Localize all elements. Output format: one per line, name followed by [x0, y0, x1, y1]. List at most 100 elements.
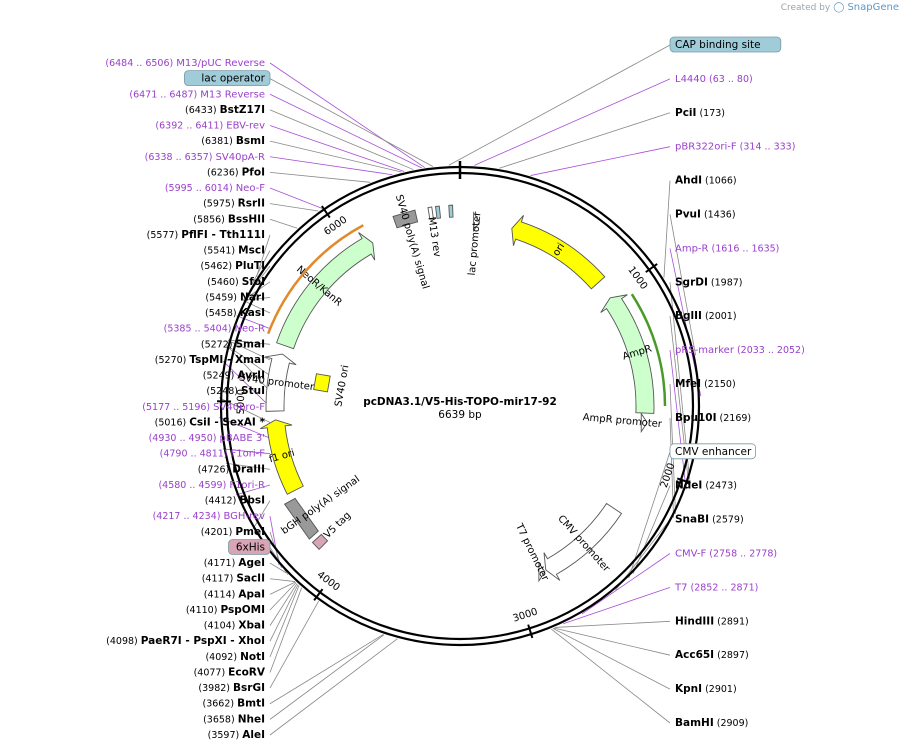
- enzyme-avrii[interactable]: (5249) AvrII: [203, 370, 265, 382]
- enzyme-sgrdi[interactable]: SgrDI (1987): [675, 276, 743, 288]
- enzyme-kasi[interactable]: (5458) KasI: [205, 307, 265, 319]
- feature-tag-6xhis[interactable]: 6xHis: [236, 541, 265, 553]
- primer-prs-marker[interactable]: pRS-marker (2033 .. 2052): [675, 345, 805, 356]
- feature-cmv-promoter: [543, 502, 623, 581]
- enzyme-bsshii[interactable]: (5856) BssHII: [193, 213, 265, 225]
- connector-pspomi: [269, 582, 297, 611]
- enzyme-rsrii[interactable]: (5975) RsrII: [203, 198, 265, 210]
- enzyme-bamhi[interactable]: BamHI (2909): [675, 717, 748, 729]
- enzyme-xbai[interactable]: (4104) XbaI: [204, 620, 265, 632]
- feature-tag-lac-operator[interactable]: lac operator: [201, 73, 265, 85]
- primer-pbr322ori-f[interactable]: pBR322ori-F (314 .. 333): [675, 142, 795, 153]
- tick-label-6000: 6000: [322, 214, 349, 238]
- enzyme-acc65i[interactable]: Acc65I (2897): [675, 649, 749, 661]
- enzyme-agei[interactable]: (4171) AgeI: [204, 557, 265, 569]
- tick-label-3000: 3000: [512, 607, 540, 625]
- feature-lac-operator: [435, 205, 442, 219]
- primer-t7[interactable]: T7 (2852 .. 2871): [674, 582, 758, 593]
- connector-pflfi-tth111i: [256, 234, 271, 277]
- primer-l4440[interactable]: L4440 (63 .. 80): [675, 74, 753, 85]
- enzyme-pcii[interactable]: PciI (173): [675, 107, 725, 119]
- enzyme-stui[interactable]: (5248) StuI: [206, 385, 265, 397]
- primer-m13-puc-reverse[interactable]: (6484 .. 6506) M13/pUC Reverse: [105, 58, 265, 69]
- connector-ahdi: [663, 180, 671, 278]
- enzyme-draiii[interactable]: (4726) DraIII: [198, 463, 265, 475]
- primer-amp-r[interactable]: Amp-R (1616 .. 1635): [675, 243, 779, 254]
- enzyme-alei[interactable]: (3597) AleI: [208, 729, 265, 741]
- connector-bstz17i: [269, 109, 414, 170]
- feature-neor-kanr: [276, 232, 376, 350]
- feature-m13-rev-label: M13 rev: [425, 216, 442, 258]
- enzyme-bmti[interactable]: (3662) BmtI: [203, 698, 265, 710]
- tick-label-5000: 5000: [236, 389, 247, 415]
- primer-f1ori-r[interactable]: (4580 .. 4599) F1ori-R: [158, 480, 265, 491]
- connector-neo-f: [269, 187, 323, 209]
- tick-3000: [527, 624, 534, 639]
- primer-f1ori-f[interactable]: (4790 .. 4811) F1ori-F: [160, 449, 266, 460]
- enzyme-pluti[interactable]: (5462) PluTI: [201, 260, 265, 272]
- enzyme-csii-sexai[interactable]: (5016) CsiI - SexAI *: [155, 416, 266, 428]
- side-labels: (6484 .. 6506) M13/pUC Reverse lac operat…: [105, 36, 805, 741]
- primer-sv40pro-f[interactable]: (5177 .. 5196) SV40pro-F: [142, 402, 265, 413]
- feature-tag-cap-binding-site[interactable]: CAP binding site: [675, 39, 761, 51]
- connector-t7: [563, 587, 671, 625]
- feature-tag-cmv-enhancer[interactable]: CMV enhancer: [675, 446, 752, 458]
- enzyme-mfei[interactable]: MfeI (2150): [675, 378, 736, 390]
- connector-sacii: [269, 578, 295, 582]
- enzyme-bbsi[interactable]: (4412) BbsI: [205, 495, 265, 507]
- connector-kpni: [552, 627, 671, 690]
- feature-sv40-promoter: [264, 353, 297, 412]
- enzyme-noti[interactable]: (4092) NotI: [205, 651, 265, 663]
- primer-ebv-rev[interactable]: (6392 .. 6411) EBV-rev: [155, 121, 265, 132]
- connector-cmv-f: [581, 553, 671, 615]
- enzyme-ndei[interactable]: NdeI (2473): [675, 480, 737, 492]
- primer-neo-f[interactable]: (5995 .. 6014) Neo-F: [165, 183, 265, 194]
- enzyme-pfoi[interactable]: (6236) PfoI: [207, 166, 265, 178]
- primer-sv40pa-r[interactable]: (6338 .. 6357) SV40pA-R: [145, 152, 265, 163]
- enzyme-snabi[interactable]: SnaBI (2579): [675, 514, 744, 526]
- enzyme-bstz17i[interactable]: (6433) BstZ17I: [185, 104, 265, 116]
- connector-paer7i-pspxi-xhoi: [269, 584, 299, 642]
- enzyme-bsmi[interactable]: (6381) BsmI: [201, 135, 265, 147]
- enzyme-bpu10i[interactable]: Bpu10I (2169): [675, 412, 751, 424]
- connector-kasi: [243, 300, 271, 314]
- enzyme-ecorv[interactable]: (4077) EcoRV: [194, 666, 266, 678]
- label-connector-lines: [218, 44, 702, 736]
- connector-apai: [269, 581, 296, 595]
- enzyme-apai[interactable]: (4114) ApaI: [204, 588, 265, 600]
- enzyme-pspomi[interactable]: (4110) PspOMI: [186, 604, 265, 616]
- enzyme-kpni[interactable]: KpnI (2901): [675, 683, 737, 695]
- enzyme-ahdi[interactable]: AhdI (1066): [675, 175, 737, 187]
- enzyme-hindiii[interactable]: HindIII (2891): [675, 615, 749, 627]
- enzyme-sacii[interactable]: (4117) SacII: [202, 573, 265, 585]
- primer-pbabe-3[interactable]: (4930 .. 4950) pBABE 3': [149, 433, 265, 444]
- enzyme-pvui[interactable]: PvuI (1436): [675, 209, 736, 221]
- enzyme-smai[interactable]: (5272) SmaI: [201, 338, 265, 350]
- feature-m13-rev: [427, 206, 434, 220]
- primer-cmv-f[interactable]: CMV-F (2758 .. 2778): [675, 549, 777, 560]
- connector-cmv-enhancer: [628, 451, 671, 579]
- enzyme-paer7i-pspxi-xhoi[interactable]: (4098) PaeR7I - PspXI - XhoI: [106, 635, 265, 647]
- tag-box-cap-binding-site: [669, 36, 782, 53]
- enzyme-pflfi-tth111i[interactable]: (5577) PflFI - Tth111I: [147, 229, 265, 241]
- primer-arc-orange: [266, 224, 364, 335]
- connector-nari: [243, 297, 271, 301]
- connector-agei: [269, 562, 287, 574]
- primer-neo-r[interactable]: (5385 .. 5404) Neo-R: [164, 324, 265, 335]
- enzyme-sfoi[interactable]: (5460) SfoI: [207, 276, 265, 288]
- connector-smai: [228, 339, 271, 345]
- connector-l4440: [474, 78, 671, 166]
- primer-bgh-rev[interactable]: (4217 .. 4234) BGH-rev: [153, 511, 265, 522]
- primer-m13-reverse[interactable]: (6471 .. 6487) M13 Reverse: [129, 89, 265, 100]
- tag-box-6xhis: [228, 539, 271, 555]
- tick-6000: [321, 205, 331, 219]
- enzyme-bglii[interactable]: BglII (2001): [675, 310, 737, 322]
- enzyme-pmei[interactable]: (4201) PmeI: [201, 526, 265, 538]
- connector-alei: [269, 638, 398, 736]
- enzyme-bsrgi[interactable]: (3982) BsrGI: [198, 682, 265, 694]
- enzyme-nari[interactable]: (5459) NarI: [205, 291, 265, 303]
- enzyme-nhei[interactable]: (3658) NheI: [203, 713, 265, 725]
- enzyme-msci[interactable]: (5541) MscI: [204, 245, 265, 257]
- enzyme-tspmi-xmai[interactable]: (5270) TspMI - XmaI: [155, 354, 265, 366]
- connector-bmti: [269, 634, 384, 705]
